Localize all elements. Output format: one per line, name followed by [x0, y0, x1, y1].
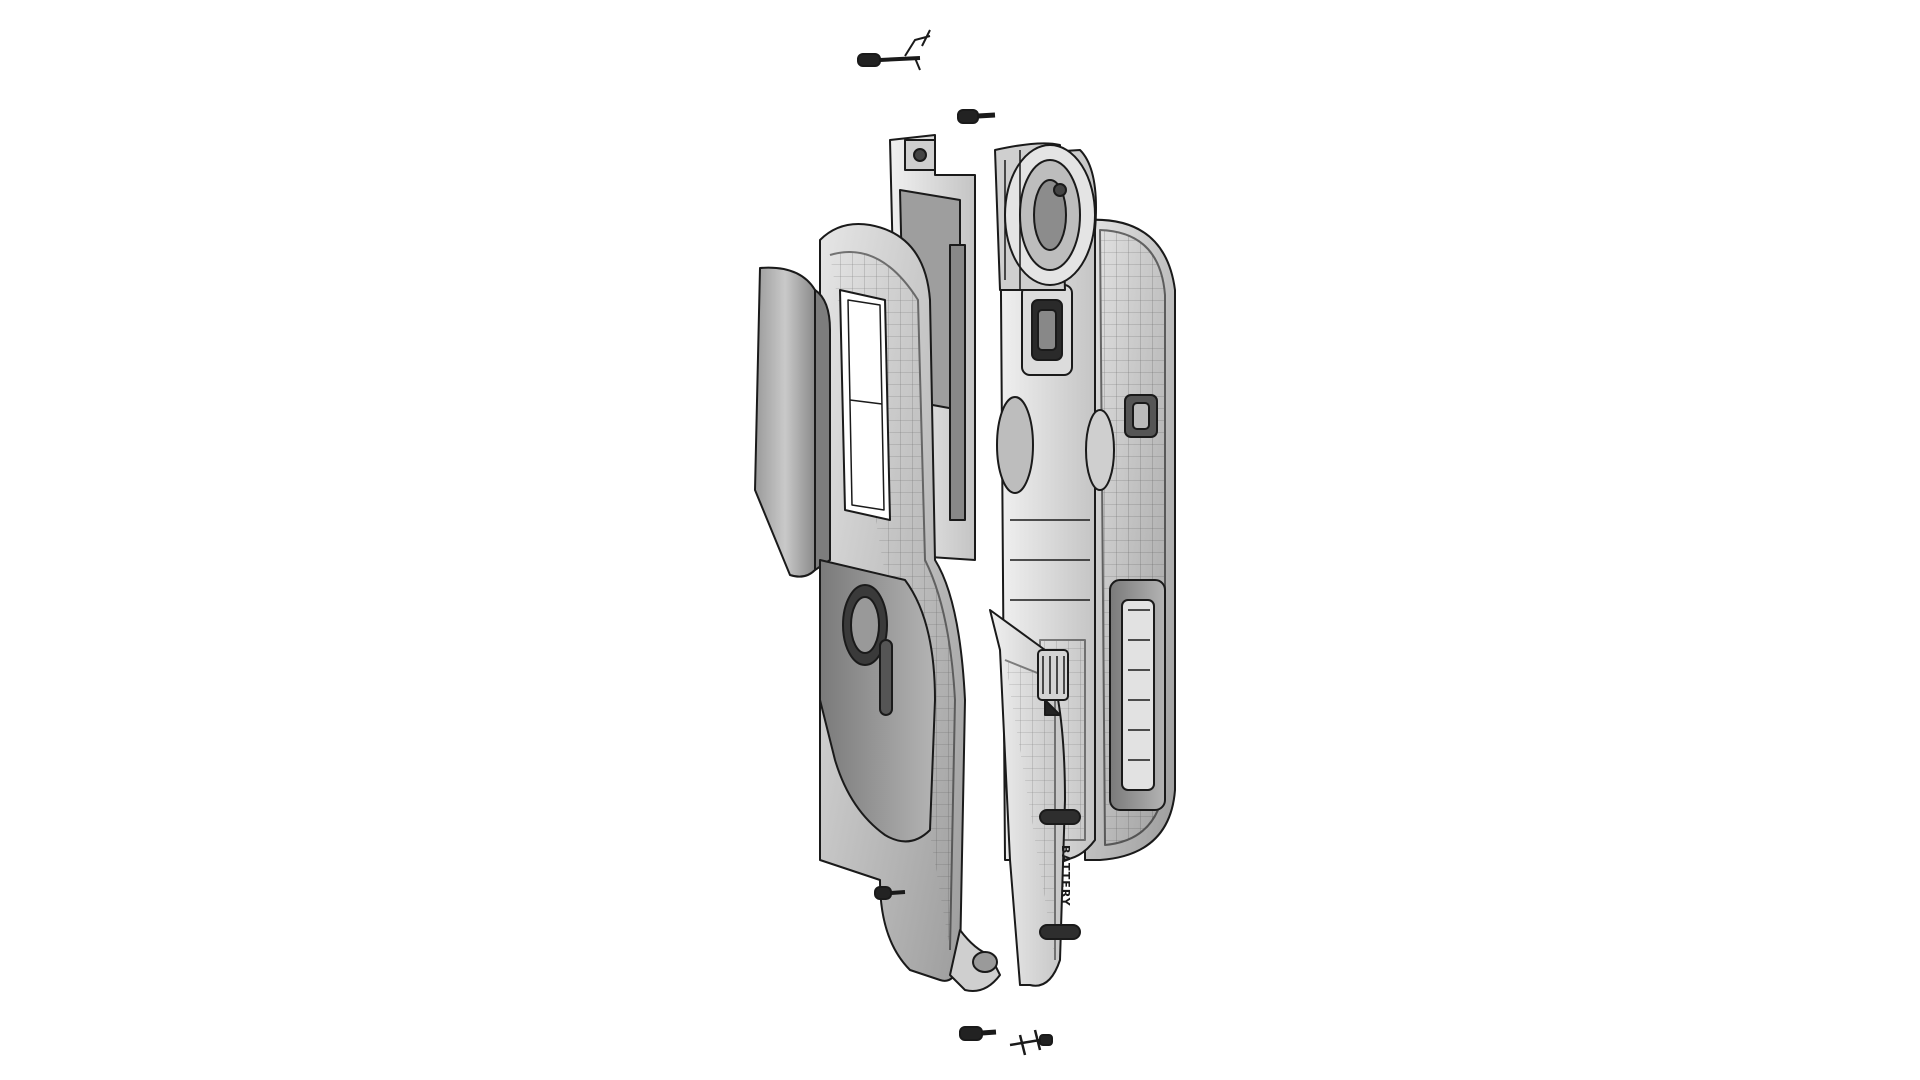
screw-bottom-right	[1009, 1029, 1053, 1056]
battery-compartment: BATTERY	[989, 609, 1081, 987]
screw-bottom-left	[874, 886, 906, 900]
strap-lug	[949, 929, 1001, 992]
display-bezel-shield	[754, 266, 831, 578]
battery-label: BATTERY	[1059, 845, 1072, 907]
rear-housing-shell	[1084, 218, 1176, 861]
lens-barrel-assembly	[994, 142, 1096, 291]
screw-bottom-center	[959, 1026, 997, 1041]
battery-door	[819, 559, 936, 843]
screw-top-center	[957, 109, 996, 124]
screw-top-left	[857, 29, 931, 71]
